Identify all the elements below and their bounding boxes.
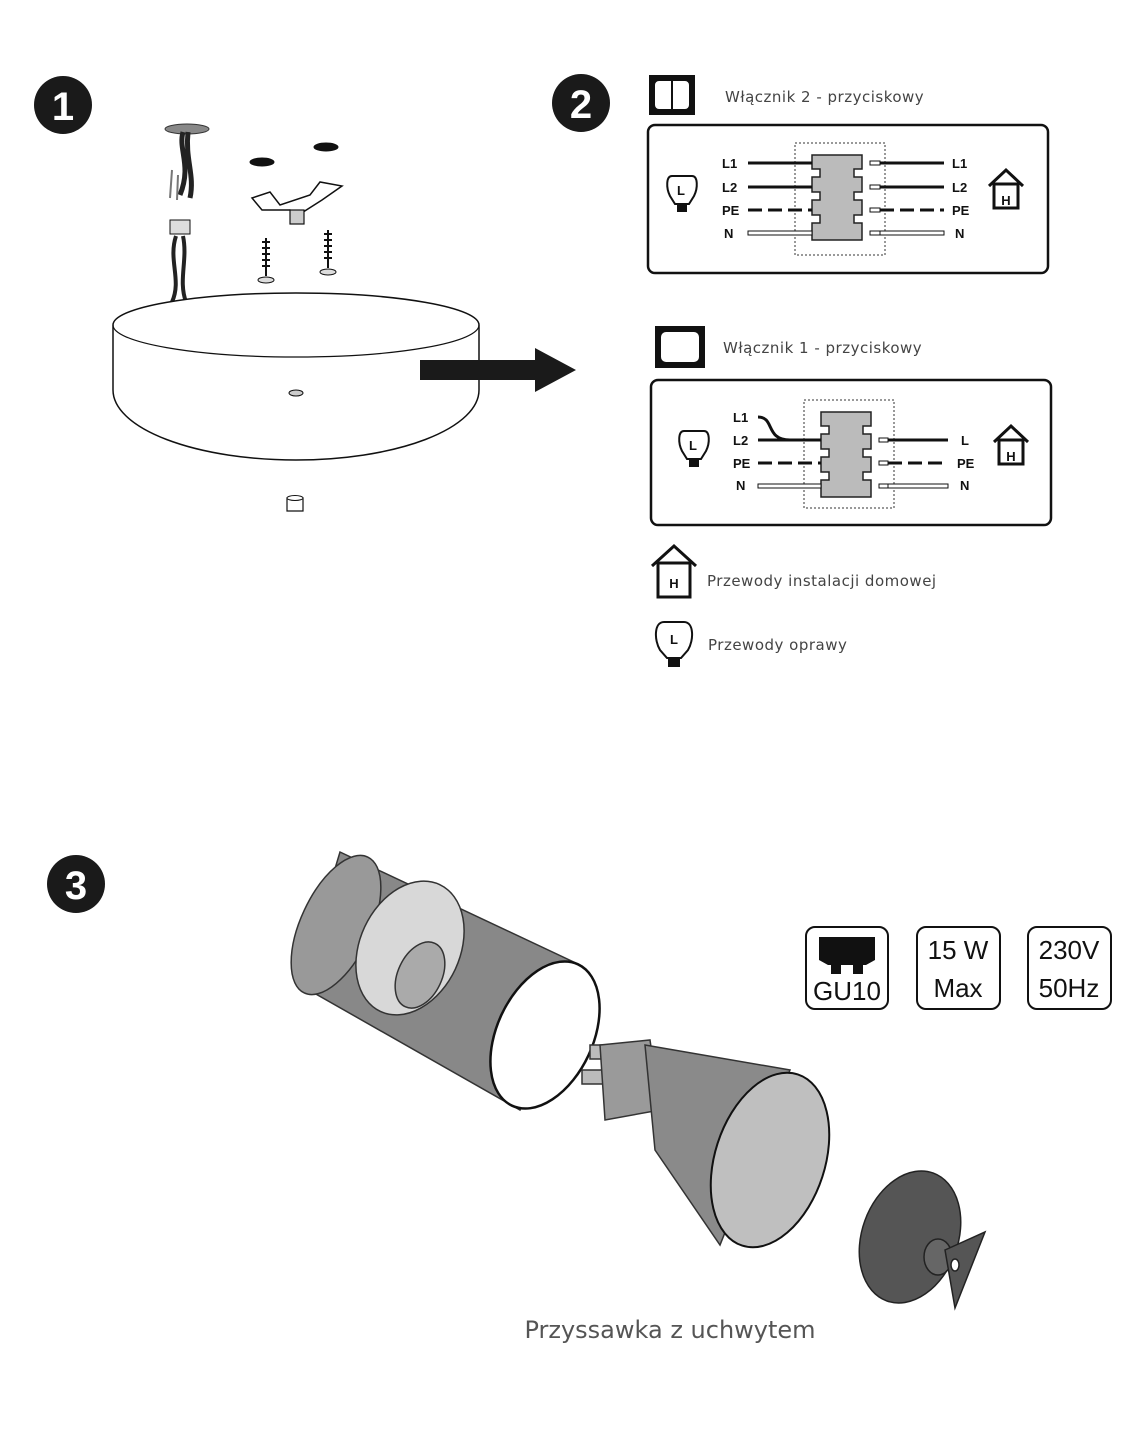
spec-power: 15 W Max <box>916 926 1001 1010</box>
step-1-badge: 1 <box>34 76 92 134</box>
gu10-bulb <box>581 1039 831 1249</box>
svg-text:L: L <box>677 183 685 198</box>
svg-text:PE: PE <box>733 456 751 471</box>
svg-text:3: 3 <box>65 864 87 908</box>
lamp-shade-cylinder <box>290 850 601 1112</box>
svg-text:PE: PE <box>957 456 975 471</box>
legend-lamp-item: L Przewody oprawy <box>654 621 847 667</box>
svg-text:L2: L2 <box>722 180 737 195</box>
svg-text:L1: L1 <box>722 156 737 171</box>
two-button-wiring-diagram: L H L1 L2 PE N L1 L2 PE N <box>646 123 1050 275</box>
svg-text:H: H <box>1006 449 1015 464</box>
step-2-badge: 2 <box>552 74 610 132</box>
svg-text:L1: L1 <box>952 156 967 171</box>
svg-text:H: H <box>1001 193 1010 208</box>
one-button-switch-title: Włącznik 1 - przyciskowy <box>723 339 922 357</box>
svg-text:N: N <box>724 226 733 241</box>
spec-socket-gu10: GU10 <box>805 926 889 1010</box>
svg-text:N: N <box>955 226 964 241</box>
suction-cup-with-holder <box>858 1170 987 1311</box>
svg-text:L: L <box>961 433 969 448</box>
svg-text:L2: L2 <box>952 180 967 195</box>
svg-text:50Hz: 50Hz <box>1039 973 1100 1003</box>
svg-text:PE: PE <box>722 203 740 218</box>
suction-cup-caption: Przyssawka z uchwytem <box>524 1316 815 1344</box>
svg-text:GU10: GU10 <box>813 976 881 1006</box>
svg-text:230V: 230V <box>1039 935 1100 965</box>
two-button-switch-icon <box>649 75 695 115</box>
ceiling-mount-drawing <box>112 123 480 512</box>
svg-text:L2: L2 <box>733 433 748 448</box>
step-3-badge: 3 <box>47 855 105 913</box>
svg-text:15 W: 15 W <box>928 935 989 965</box>
legend-house-item: H Przewody instalacji domowej <box>650 543 937 599</box>
one-button-wiring-diagram: L H L1 L2 PE N L PE N <box>649 378 1053 527</box>
svg-text:Max: Max <box>933 973 982 1003</box>
svg-text:Przewody instalacji domowej: Przewody instalacji domowej <box>707 572 937 590</box>
svg-text:L: L <box>670 632 678 647</box>
svg-text:N: N <box>960 478 969 493</box>
arrow-to-step-2-icon <box>420 348 576 392</box>
svg-text:L: L <box>689 438 697 453</box>
svg-text:1: 1 <box>52 85 74 129</box>
svg-text:PE: PE <box>952 203 970 218</box>
svg-text:N: N <box>736 478 745 493</box>
two-button-switch-title: Włącznik 2 - przyciskowy <box>725 88 924 106</box>
one-button-switch-icon <box>655 326 705 368</box>
svg-text:H: H <box>669 576 678 591</box>
svg-text:2: 2 <box>570 83 592 127</box>
svg-text:L1: L1 <box>733 410 748 425</box>
svg-text:Przewody oprawy: Przewody oprawy <box>708 636 847 654</box>
spec-voltage: 230V 50Hz <box>1027 926 1112 1010</box>
